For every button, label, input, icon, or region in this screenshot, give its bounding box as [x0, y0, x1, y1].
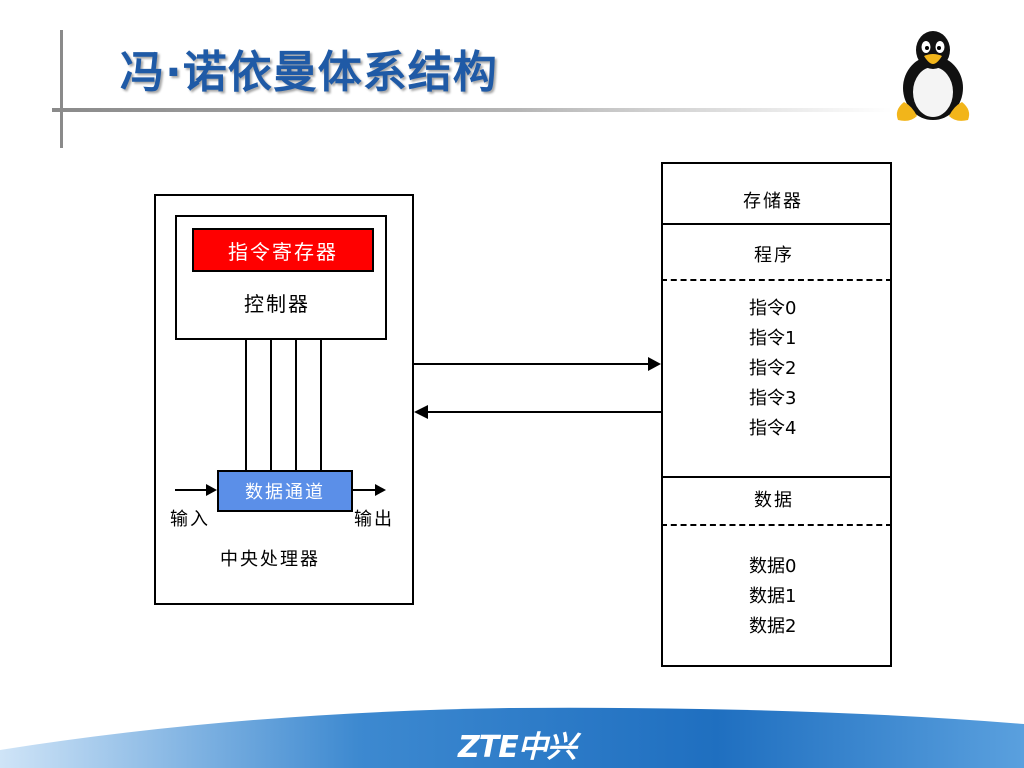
- data-list: 数据0 数据1 数据2: [749, 552, 796, 642]
- instruction-item: 指令2: [749, 358, 797, 379]
- memory-to-cpu-arrow-head: [414, 405, 428, 419]
- data-item: 数据0: [749, 556, 797, 577]
- control-bus-line: [320, 340, 322, 470]
- instruction-item: 指令1: [749, 328, 797, 349]
- instruction-register-box: 指令寄存器: [192, 228, 374, 272]
- decorative-vertical-line: [60, 30, 63, 148]
- instruction-list: 指令0 指令1 指令2 指令3 指令4: [749, 294, 796, 444]
- data-dashed-divider: [661, 524, 892, 526]
- input-label: 输入: [170, 509, 210, 530]
- footer-band: [0, 707, 1024, 768]
- program-dashed-divider: [661, 279, 892, 281]
- cpu-to-memory-arrow-head: [648, 357, 661, 371]
- decorative-horizontal-line: [52, 108, 892, 112]
- memory-header-divider: [661, 223, 892, 225]
- input-arrow-head: [206, 484, 217, 496]
- control-bus-line: [295, 340, 297, 470]
- data-label: 数据: [754, 490, 794, 511]
- zte-logo: ZTE中兴: [458, 730, 577, 765]
- memory-box: [661, 162, 892, 667]
- linux-penguin-icon: [896, 31, 970, 121]
- data-item: 数据2: [749, 616, 797, 637]
- datapath-box: 数据通道: [217, 470, 353, 512]
- output-arrow-head: [375, 484, 386, 496]
- instruction-register-label: 指令寄存器: [228, 239, 338, 264]
- data-section-divider: [661, 476, 892, 478]
- instruction-item: 指令0: [749, 298, 797, 319]
- datapath-label: 数据通道: [245, 482, 325, 503]
- instruction-item: 指令3: [749, 388, 797, 409]
- slide-title: 冯·诺依曼体系结构: [120, 47, 498, 98]
- control-bus-line: [270, 340, 272, 470]
- cpu-label: 中央处理器: [220, 549, 320, 570]
- controller-box: [175, 215, 387, 340]
- control-bus-line: [245, 340, 247, 470]
- controller-label: 控制器: [244, 292, 310, 316]
- memory-label: 存储器: [743, 191, 803, 212]
- cpu-box: [154, 194, 414, 605]
- data-item: 数据1: [749, 586, 797, 607]
- output-label: 输出: [354, 509, 394, 530]
- program-label: 程序: [754, 245, 794, 266]
- instruction-item: 指令4: [749, 418, 797, 439]
